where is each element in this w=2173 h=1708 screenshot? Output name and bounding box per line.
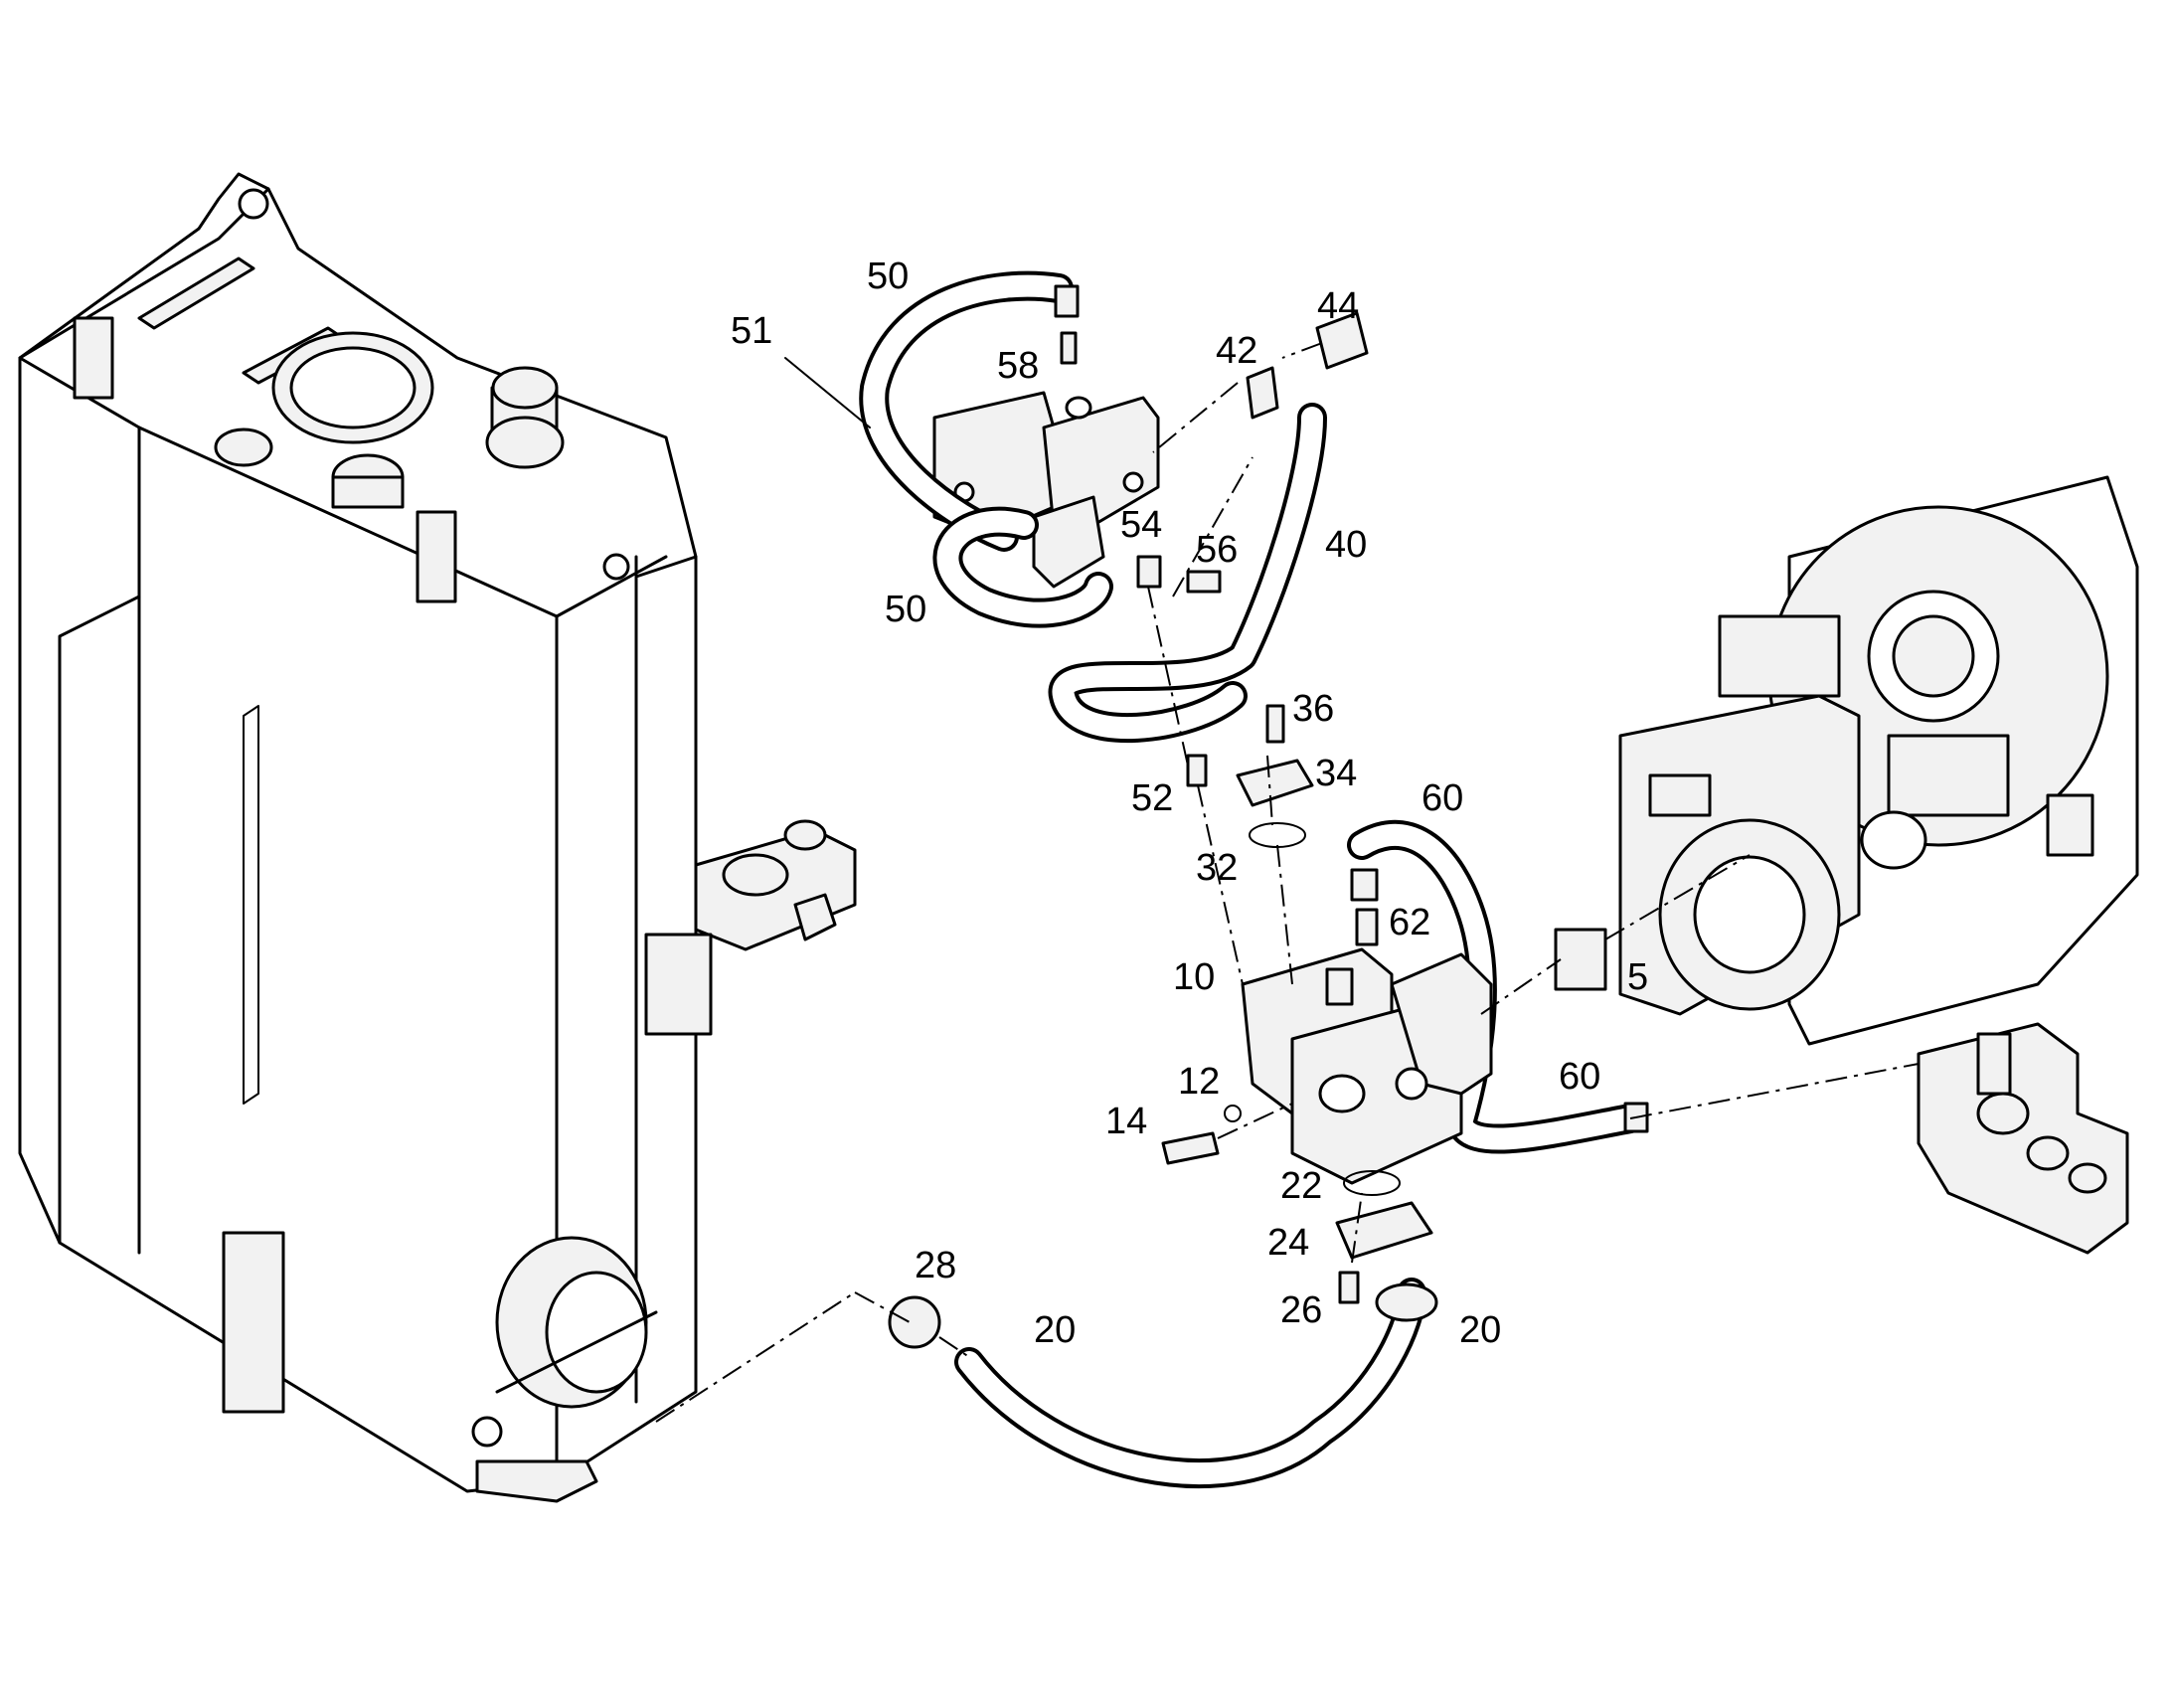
fitting-62-top [1350, 868, 1379, 902]
callout-56: 56 [1196, 529, 1238, 571]
hydraulic-pump [1241, 947, 1493, 1185]
bolt-26 [1338, 1271, 1360, 1304]
fitting-56 [1186, 570, 1222, 594]
transmission-assembly [1618, 475, 2139, 1255]
callout-22: 22 [1280, 1165, 1322, 1207]
fitting-52 [1186, 754, 1208, 787]
callout-51: 51 [731, 310, 772, 352]
clamp-24 [1335, 1201, 1433, 1260]
callout-60-top: 60 [1421, 777, 1463, 819]
clamp-34 [1236, 759, 1314, 807]
center-lines [655, 342, 1920, 1423]
callout-26: 26 [1280, 1289, 1322, 1331]
oring-32 [1249, 822, 1306, 848]
callout-14: 14 [1105, 1101, 1147, 1142]
callout-40: 40 [1325, 524, 1367, 566]
callout-50-top: 50 [867, 256, 909, 297]
callout-36: 36 [1292, 688, 1334, 730]
callout-10: 10 [1173, 956, 1215, 998]
callout-32: 32 [1196, 847, 1238, 889]
callout-52: 52 [1131, 777, 1173, 819]
hoses [859, 270, 1645, 1489]
washer-12 [1224, 1105, 1242, 1122]
fitting-44 [1315, 311, 1369, 370]
callout-24: 24 [1267, 1222, 1309, 1264]
fitting-54 [1136, 555, 1162, 589]
leader-51 [784, 357, 871, 428]
valve-block [932, 391, 1160, 589]
callout-34: 34 [1315, 753, 1357, 794]
callout-42: 42 [1216, 330, 1257, 372]
callout-44: 44 [1317, 285, 1359, 327]
callout-labels: 50 51 58 42 44 54 56 40 50 36 52 34 60 3… [731, 256, 1648, 1351]
fittings [888, 284, 1649, 1349]
shaft-5 [1554, 928, 1607, 991]
fitting-28 [888, 1295, 941, 1349]
bolt-14 [1161, 1131, 1220, 1165]
callout-60-bottom: 60 [1559, 1056, 1600, 1098]
callout-58: 58 [997, 345, 1039, 387]
callout-12: 12 [1178, 1061, 1220, 1103]
hydraulic-tank [18, 172, 857, 1503]
bolt-36 [1265, 704, 1285, 744]
flange-20 [1375, 1282, 1438, 1322]
fitting-62 [1355, 908, 1379, 946]
callout-28: 28 [915, 1245, 956, 1286]
callout-5: 5 [1627, 956, 1648, 998]
callout-50-bottom: 50 [885, 589, 926, 630]
fitting-58 [1054, 284, 1080, 318]
oring-22 [1343, 1170, 1401, 1196]
callout-20-right: 20 [1459, 1309, 1501, 1351]
callout-20-left: 20 [1034, 1309, 1076, 1351]
callout-54: 54 [1120, 504, 1162, 546]
callout-62: 62 [1389, 902, 1430, 943]
fitting-42 [1246, 366, 1279, 420]
